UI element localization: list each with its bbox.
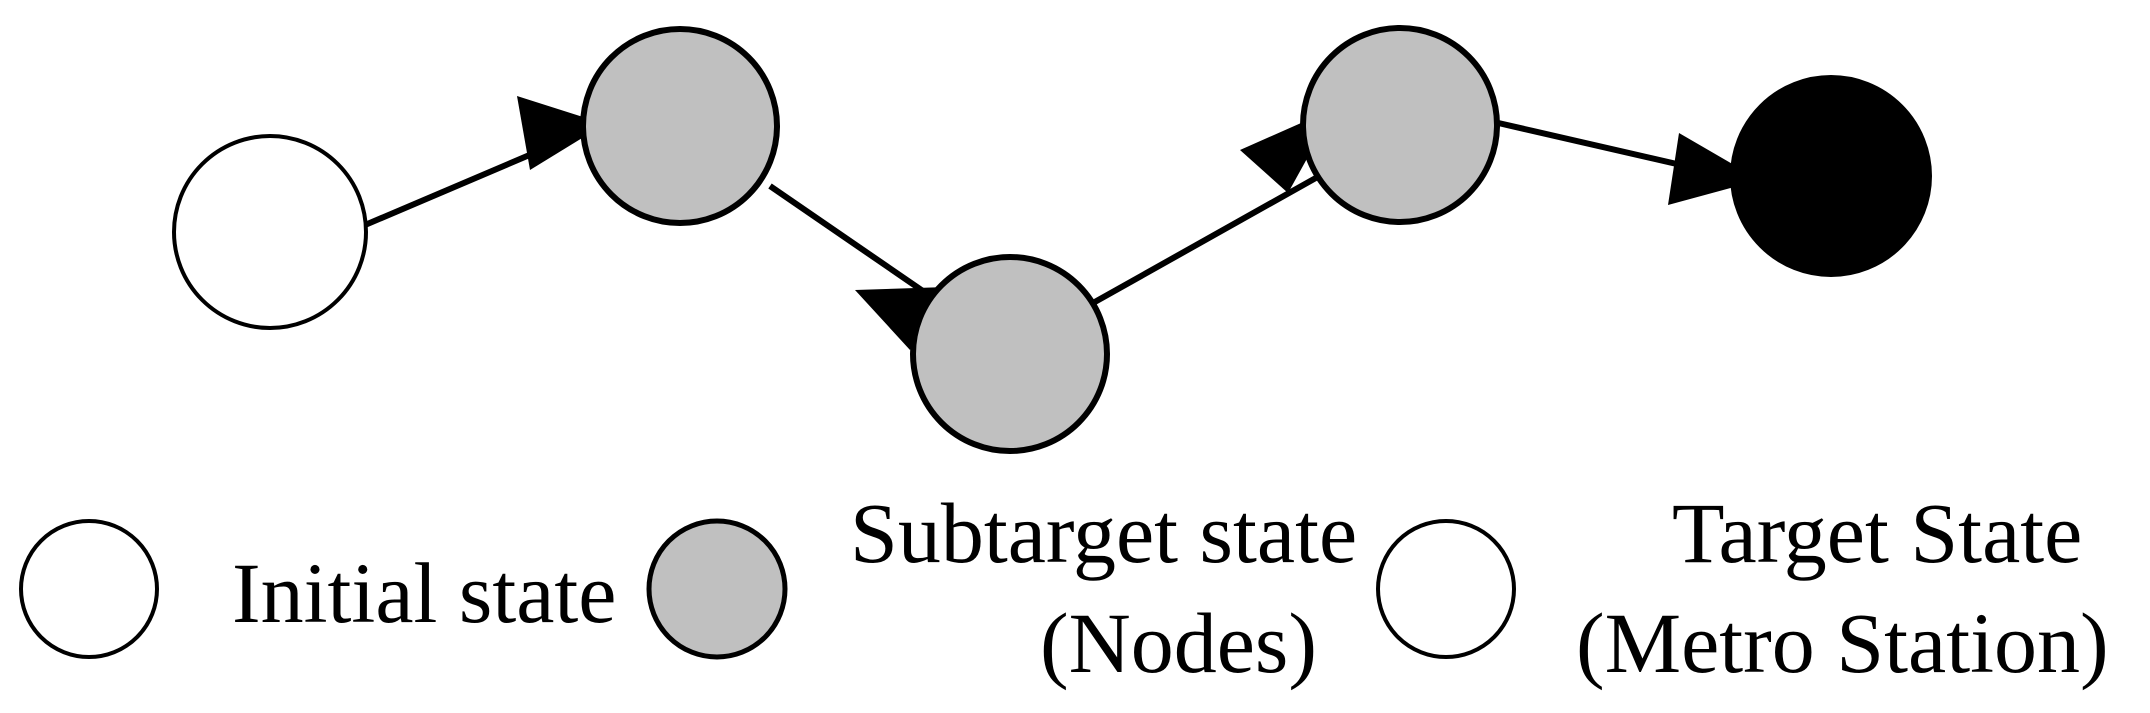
- legend-label-target-line2: (Metro Station): [1576, 595, 2109, 691]
- legend-swatch-initial-icon: [19, 519, 159, 659]
- legend-label-initial-line1: Initial state: [232, 545, 616, 641]
- edge-sub1-to-sub2[interactable]: [768, 183, 954, 350]
- edge-sub3-to-target[interactable]: [1493, 119, 1760, 205]
- legend-label-subtarget-line1: Subtarget state: [850, 485, 1357, 581]
- legend-swatch-target-icon: [1376, 519, 1516, 659]
- node-initial-state[interactable]: [172, 134, 368, 330]
- node-layer: [172, 25, 1932, 454]
- legend: Initial state Subtarget state (Nodes) Ta…: [19, 485, 2109, 691]
- legend-item-subtarget[interactable]: Subtarget state (Nodes): [646, 485, 1357, 691]
- edge-sub2-to-sub3[interactable]: [1091, 108, 1335, 306]
- arrowhead-icon: [1668, 133, 1760, 205]
- node-subtarget-state-2[interactable]: [910, 254, 1110, 454]
- edge-initial-to-sub1[interactable]: [356, 96, 605, 231]
- legend-item-initial[interactable]: Initial state: [19, 519, 616, 659]
- legend-item-target[interactable]: Target State (Metro Station): [1376, 485, 2109, 691]
- edge-line: [1091, 167, 1332, 306]
- legend-swatch-subtarget-icon: [646, 518, 788, 660]
- node-target-state[interactable]: [1730, 75, 1932, 277]
- legend-label-subtarget-line2: (Nodes): [1040, 595, 1317, 691]
- legend-label-target-line1: Target State: [1672, 485, 2082, 581]
- arrowhead-icon: [517, 96, 605, 170]
- arrowhead-icon: [855, 287, 947, 350]
- node-subtarget-state-3[interactable]: [1300, 25, 1500, 225]
- node-subtarget-state-1[interactable]: [580, 26, 780, 226]
